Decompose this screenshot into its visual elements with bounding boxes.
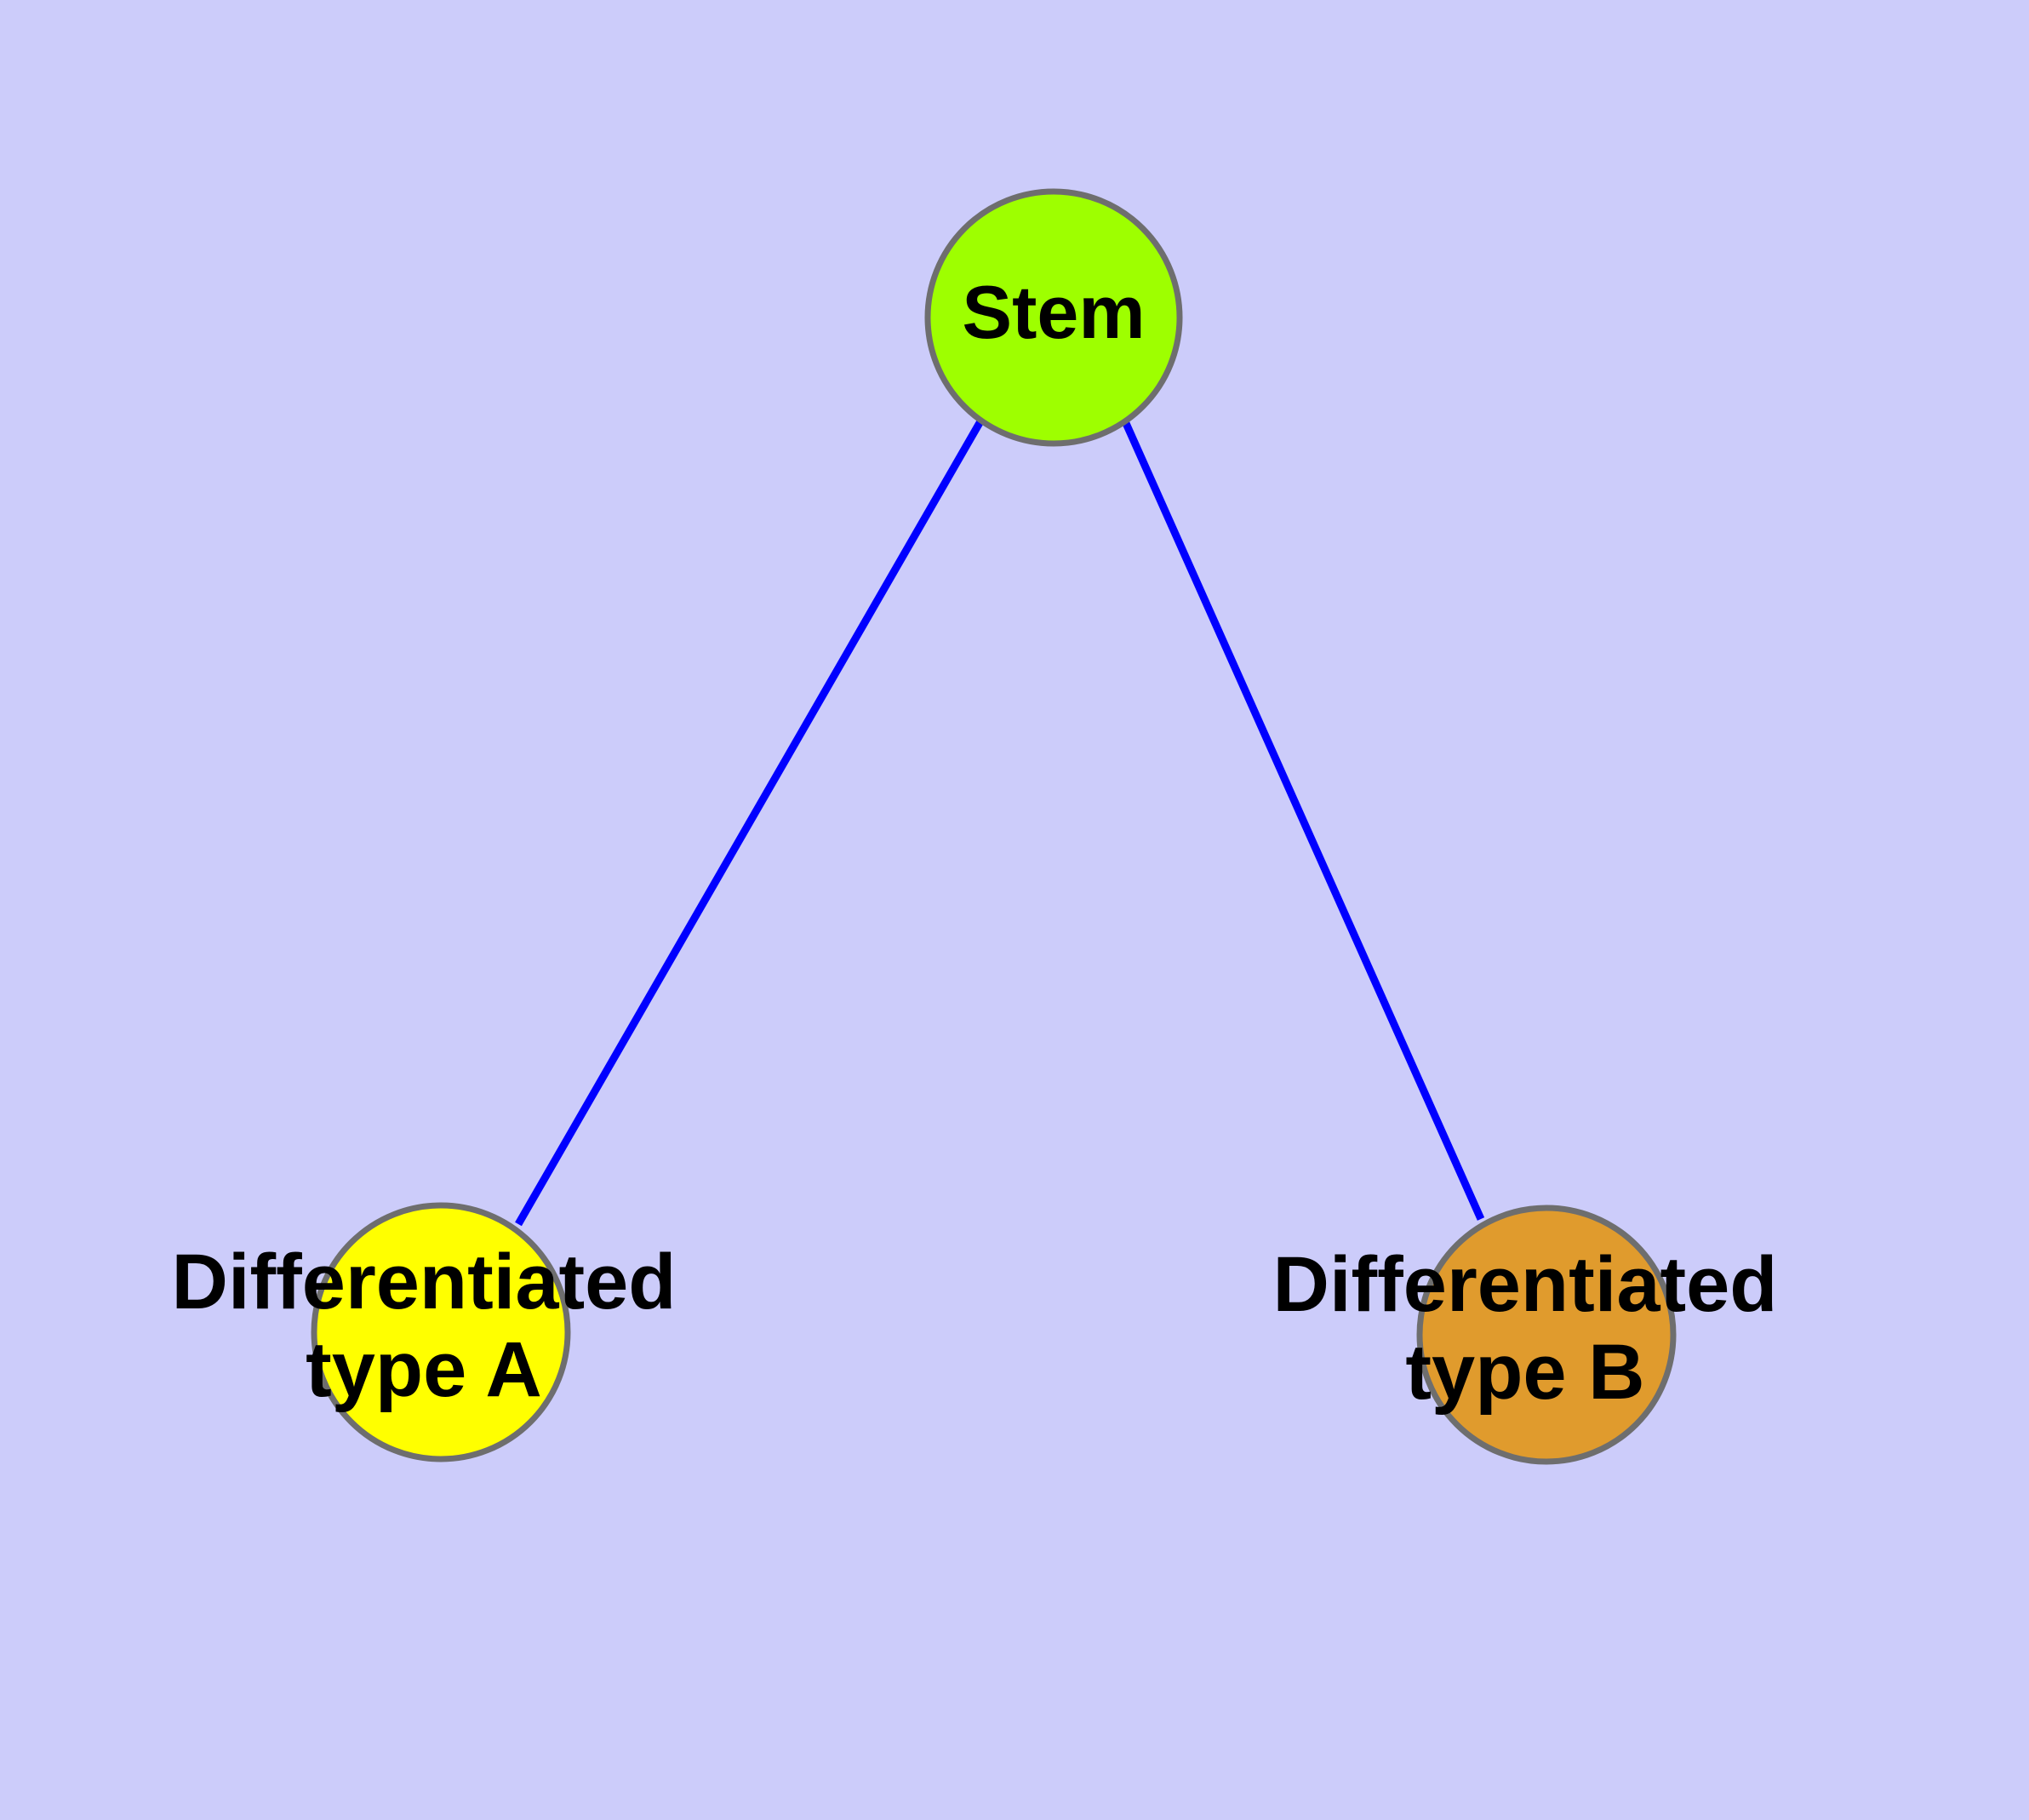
- edge-stem-to-type-b[interactable]: [1121, 420, 1485, 1221]
- nodes-layer: [311, 188, 1677, 1465]
- node-type-b[interactable]: [1416, 1205, 1677, 1465]
- edges-layer: [515, 419, 1485, 1227]
- node-type-a[interactable]: [311, 1202, 571, 1462]
- edge-stem-to-type-a[interactable]: [515, 419, 984, 1227]
- node-stem[interactable]: [924, 188, 1183, 447]
